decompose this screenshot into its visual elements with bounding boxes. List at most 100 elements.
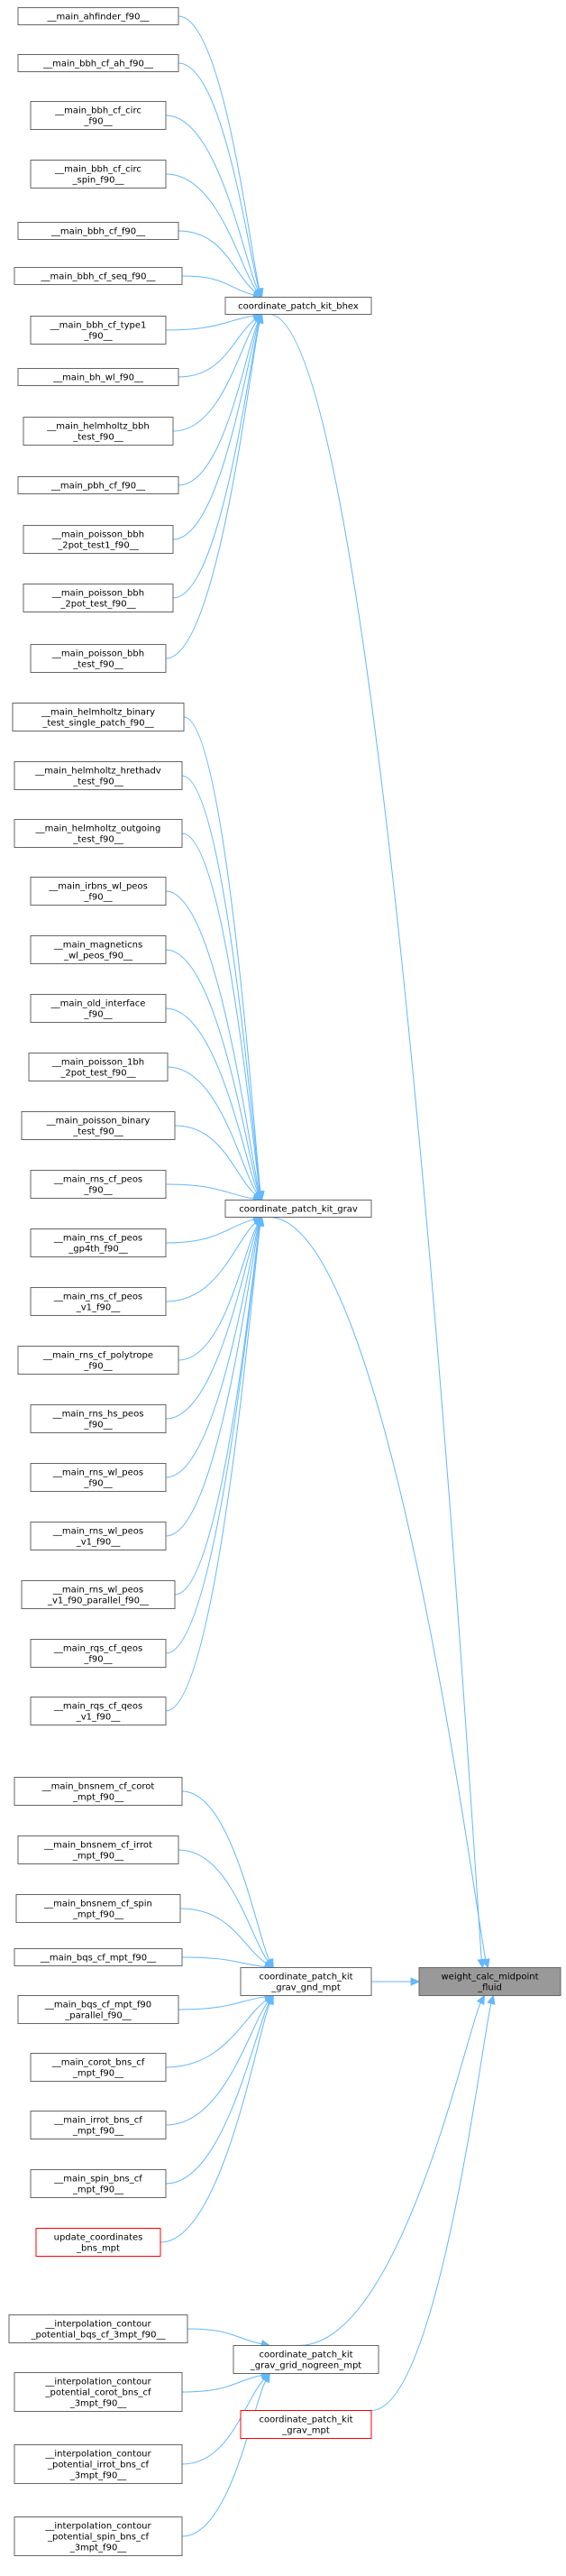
caller-node[interactable]: __main_helmholtz_binary_test_single_patc… bbox=[12, 703, 185, 731]
caller-node[interactable]: __interpolation_contour_potential_bqs_cf… bbox=[8, 2314, 188, 2343]
call-edge bbox=[178, 321, 260, 486]
caller-node-label-line: _f90__ bbox=[83, 1186, 113, 1196]
caller-node-label-line: __interpolation_contour bbox=[44, 2522, 151, 2532]
caller-node[interactable]: __main_bqs_cf_mpt_f90__ bbox=[14, 1948, 183, 1966]
call-edge bbox=[165, 115, 259, 290]
caller-node-box bbox=[30, 2053, 167, 2082]
caller-node-label-line: _f90__ bbox=[83, 1655, 113, 1665]
caller-node-label-line: __main_bnsnem_cf_spin bbox=[43, 1900, 152, 1909]
caller-node[interactable]: __main_rns_cf_polytrope_f90__ bbox=[17, 1346, 179, 1375]
caller-node-label-line: __main_irbns_wl_peos bbox=[48, 882, 148, 892]
caller-node[interactable]: __main_rns_hs_peos_f90__ bbox=[30, 1404, 167, 1433]
call-edge-to-focus bbox=[269, 314, 482, 1960]
caller-node[interactable]: __main_helmholtz_outgoing_test_f90__ bbox=[14, 819, 183, 848]
caller-node[interactable]: __main_bbh_cf_ah_f90__ bbox=[17, 54, 179, 72]
caller-node-box bbox=[30, 160, 167, 189]
caller-node-label-line: __main_bqs_cf_mpt_f90 bbox=[44, 2001, 151, 2010]
caller-node[interactable]: __main_poisson_binary_test_f90__ bbox=[21, 1111, 176, 1140]
caller-node[interactable]: __main_rqs_cf_qeos_f90__ bbox=[30, 1639, 167, 1668]
call-edge bbox=[187, 2328, 262, 2345]
caller-node[interactable]: __interpolation_contour_potential_spin_b… bbox=[14, 2516, 183, 2556]
caller-node-label-line: __interpolation_contour bbox=[44, 2450, 151, 2460]
caller-node-box bbox=[14, 2372, 183, 2412]
call-edge-arrowhead bbox=[265, 1994, 274, 2006]
caller-node[interactable]: __main_bqs_cf_mpt_f90_parallel_f90__ bbox=[17, 1995, 179, 2024]
caller-node-label-line: _f90__ bbox=[83, 1010, 113, 1020]
caller-node-box bbox=[30, 2169, 167, 2198]
caller-node-box bbox=[17, 7, 179, 25]
focus-function-node[interactable]: weight_calc_midpoint_fluid bbox=[418, 1967, 561, 1996]
caller-node-label-line: __main_rns_hs_peos bbox=[52, 1410, 144, 1420]
caller-node-label-line: __main_bbh_cf_f90__ bbox=[50, 227, 146, 237]
call-edge bbox=[181, 1956, 266, 1967]
function-node-nogreen[interactable]: coordinate_patch_kit_grav_grid_nogreen_m… bbox=[233, 2345, 379, 2374]
caller-node[interactable]: __main_bbh_cf_circ_spin_f90__ bbox=[30, 160, 167, 189]
caller-node[interactable]: __main_helmholtz_hrethadv_test_f90__ bbox=[14, 761, 183, 790]
caller-node[interactable]: __main_bh_wl_f90__ bbox=[17, 368, 179, 386]
caller-node[interactable]: __main_irbns_wl_peos_f90__ bbox=[30, 877, 167, 906]
function-node-kgm-box bbox=[240, 2410, 372, 2439]
caller-node[interactable]: __main_bbh_cf_f90__ bbox=[17, 222, 179, 240]
function-node-kgm-label-line: _grav_mpt bbox=[281, 2426, 330, 2436]
call-edge bbox=[174, 1125, 256, 1196]
caller-node[interactable]: __main_rns_wl_peos_v1_f90__ bbox=[30, 1522, 167, 1550]
function-node-bhex[interactable]: coordinate_patch_kit_bhex bbox=[224, 297, 372, 315]
caller-node[interactable]: __main_rns_wl_peos_f90__ bbox=[30, 1463, 167, 1492]
caller-node[interactable]: __main_spin_bns_cf_mpt_f90__ bbox=[30, 2169, 167, 2198]
caller-node[interactable]: __main_rns_cf_peos_gp4th_f90__ bbox=[30, 1228, 167, 1257]
call-edge-to-focus-arrowhead bbox=[487, 1994, 496, 2005]
caller-node[interactable]: __main_bnsnem_cf_spin_mpt_f90__ bbox=[15, 1894, 181, 1923]
call-edge-arrowhead bbox=[255, 313, 264, 324]
function-node-gnd[interactable]: coordinate_patch_kit_grav_gnd_mpt bbox=[240, 1967, 372, 1996]
call-edge bbox=[165, 2000, 268, 2068]
caller-node[interactable]: __main_rns_wl_peos_v1_f90_parallel_f90__ bbox=[21, 1580, 176, 1609]
function-node-gnd-label-line: _grav_gnd_mpt bbox=[270, 1983, 341, 1993]
caller-node[interactable]: __interpolation_contour_potential_corot_… bbox=[14, 2372, 183, 2412]
call-edge bbox=[165, 2002, 270, 2185]
call-edge-arrowhead bbox=[256, 1216, 265, 1227]
caller-node[interactable]: __main_bbh_cf_circ_f90__ bbox=[30, 101, 167, 130]
caller-node[interactable]: __main_rns_cf_peos_f90__ bbox=[30, 1170, 167, 1199]
function-node-grav[interactable]: coordinate_patch_kit_grav bbox=[224, 1200, 372, 1218]
call-edge bbox=[165, 1225, 261, 1654]
caller-node[interactable]: __main_rns_cf_peos_v1_f90__ bbox=[30, 1287, 167, 1316]
caller-node-label-line: _test_f90__ bbox=[72, 433, 123, 443]
caller-node[interactable]: __main_poisson_1bh_2pot_test_f90__ bbox=[28, 1053, 169, 1081]
caller-node[interactable]: __main_rqs_cf_qeos_v1_f90__ bbox=[30, 1697, 167, 1725]
caller-node-label-line: _spin_f90__ bbox=[72, 176, 125, 186]
caller-node[interactable]: __main_helmholtz_bbh_test_f90__ bbox=[23, 417, 174, 446]
caller-node[interactable]: __main_ahfinder_f90__ bbox=[17, 7, 179, 25]
call-edge-to-focus-arrowhead bbox=[481, 1958, 490, 1969]
caller-node-box bbox=[14, 267, 183, 285]
caller-node[interactable]: __main_poisson_bbh_test_f90__ bbox=[30, 644, 167, 673]
caller-node-box bbox=[30, 1170, 167, 1199]
caller-node-label-line: _v1_f90__ bbox=[76, 1538, 122, 1548]
caller-node[interactable]: __main_corot_bns_cf_mpt_f90__ bbox=[30, 2053, 167, 2082]
caller-node[interactable]: __main_irrot_bns_cf_mpt_f90__ bbox=[30, 2111, 167, 2139]
caller-node-label-line: _3mpt_f90__ bbox=[69, 2544, 128, 2553]
caller-node-label-line: __main_poisson_binary bbox=[46, 1117, 151, 1127]
caller-node-label-line: __main_bh_wl_f90__ bbox=[52, 373, 144, 383]
caller-node[interactable]: __main_bnsnem_cf_irrot_mpt_f90__ bbox=[17, 1835, 179, 1864]
caller-node[interactable]: __main_bbh_cf_seq_f90__ bbox=[14, 267, 183, 285]
caller-node[interactable]: __main_old_interface_f90__ bbox=[30, 994, 167, 1023]
caller-node[interactable]: __main_pbh_cf_f90__ bbox=[17, 476, 179, 494]
caller-node[interactable]: __main_poisson_bbh_2pot_test1_f90__ bbox=[23, 525, 174, 554]
call-edges bbox=[160, 15, 496, 2537]
caller-node[interactable]: __main_poisson_bbh_2pot_test_f90__ bbox=[23, 584, 174, 612]
function-node-kgm[interactable]: coordinate_patch_kit_grav_mpt bbox=[240, 2410, 372, 2439]
caller-node[interactable]: update_coordinates_bns_mpt bbox=[35, 2228, 161, 2257]
caller-node-box bbox=[30, 1463, 167, 1492]
call-edge-to-focus-arrowhead bbox=[476, 1994, 486, 2006]
caller-node[interactable]: __interpolation_contour_potential_irrot_… bbox=[14, 2444, 183, 2484]
caller-node[interactable]: __main_bbh_cf_type1_f90__ bbox=[30, 316, 167, 345]
caller-node[interactable]: __main_bnsnem_cf_corot_mpt_f90__ bbox=[14, 1777, 183, 1806]
caller-node-label-line: __main_helmholtz_hrethadv bbox=[34, 767, 161, 777]
caller-node-label-line: __main_bbh_cf_circ bbox=[54, 106, 142, 116]
caller-node-label-line: __main_helmholtz_outgoing bbox=[35, 824, 161, 834]
caller-node[interactable]: __main_magneticns_wl_peos_f90__ bbox=[30, 935, 167, 964]
caller-node-box bbox=[30, 1228, 167, 1257]
call-edge-to-focus bbox=[298, 2002, 481, 2346]
call-edge bbox=[165, 1224, 260, 1478]
call-edge bbox=[172, 321, 260, 599]
